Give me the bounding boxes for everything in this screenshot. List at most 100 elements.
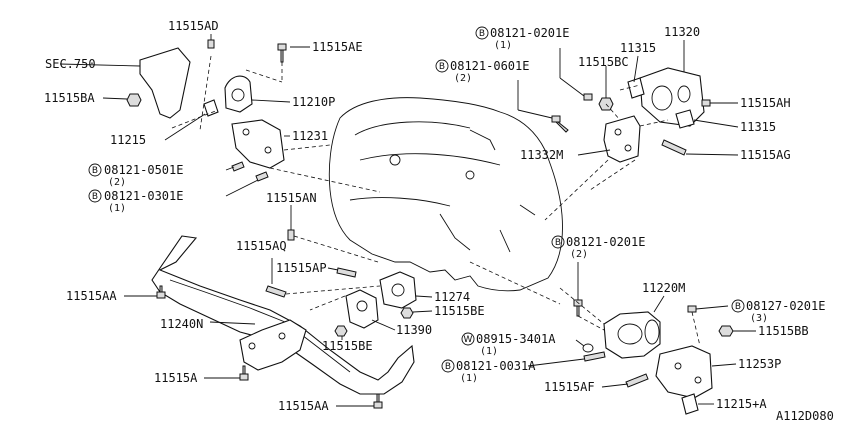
svg-text:W: W [464,335,473,345]
bolt-0501e [231,161,245,172]
label-11315-right: 11315 [740,120,776,134]
bracket-11332m [603,115,641,163]
bolt-marker-icon: B [551,235,565,249]
bracket-11253p [655,345,713,399]
label-11390: 11390 [396,323,432,337]
label-08121-0301e: 08121-0301E [104,189,183,203]
leader [633,55,639,83]
dash-guide [469,261,561,305]
svg-text:B: B [735,302,741,312]
dash-guide [544,159,609,221]
label-11515an: 11515AN [266,191,317,205]
label-08121-0201e-top: 08121-0201E [490,26,569,40]
mount-bushing [677,85,691,103]
transmission-outline [328,97,563,292]
leader [601,383,629,388]
dash-guide [171,109,219,129]
dash-guide [639,119,669,127]
stopper-hole [356,300,368,312]
bracket-hole [242,128,250,136]
mount-bushing [231,88,245,102]
mount-bushing [644,319,660,345]
bracket-hole [624,144,632,152]
leader [102,97,128,100]
spacer-11215 [203,99,219,117]
bolt-marker-icon: B [731,299,745,313]
label-11515aq: 11515AQ [236,239,287,253]
dash-guide [605,103,621,121]
label-11215: 11215 [110,133,146,147]
label-08121-0601e-qty: (2) [454,73,472,84]
label-08127-0201e-qty: (3) [750,313,768,324]
leader [693,119,739,128]
nut-11515bb [718,325,734,337]
leader [575,339,585,347]
label-08121-0501e: 08121-0501E [104,163,183,177]
label-11515ag: 11515AG [740,148,791,162]
dash-guide [245,69,283,83]
dash-guide [559,287,605,325]
stopper-11390 [345,289,379,329]
plate-hole [278,332,286,340]
crossmember-edge [169,279,351,373]
svg-text:B: B [439,62,445,72]
housing-boss [389,154,401,166]
label-11515be-right: 11515BE [434,304,485,318]
label-08121-0301e-qty: (1) [108,203,126,214]
svg-text:B: B [555,238,561,248]
label-11515bb: 11515BB [758,324,809,338]
washer-marker-icon: W [461,332,475,346]
bolt-11515ap [336,267,357,278]
mount-bushing [617,323,643,345]
label-11210p: 11210P [292,95,335,109]
label-11515ad: 11515AD [168,19,219,33]
label-11274: 11274 [434,290,470,304]
dash-guide [309,295,346,311]
nut-11515ba [126,93,142,107]
dash-guide [589,159,636,191]
mount-11274 [379,271,417,309]
leader [371,319,396,331]
label-08121-0031a-qty: (1) [460,373,478,384]
bracket-hole [614,128,622,136]
bolt-11515a [239,365,249,381]
bolt-marker-icon: B [441,359,455,373]
label-11332m: 11332M [520,148,563,162]
housing-boss [465,170,475,180]
leader [412,310,433,313]
leader [225,166,235,171]
bolt-0301e [255,171,269,182]
label-11315-top: 11315 [620,41,656,55]
leader [577,149,611,156]
label-11253p: 11253P [738,357,781,371]
label-sec750: SEC.750 [45,57,96,71]
leader [559,77,585,97]
leader [517,109,553,119]
mount-bushing [391,283,405,297]
label-08121-0501e-qty: (2) [108,177,126,188]
label-11515ap: 11515AP [276,261,327,275]
leader [59,63,141,67]
dash-guide [619,84,641,91]
bolt-11515ad [207,39,215,49]
label-08121-0201e-top-qty: (1) [494,40,512,51]
leader [209,321,256,325]
label-08915-3401a: 08915-3401A [476,332,556,346]
label-08121-0601e: 08121-0601E [450,59,529,73]
mount-11220m [603,311,661,359]
dash-guide [577,315,605,331]
transmission-bellhousing [349,121,501,207]
insulator-11315-right [675,109,695,129]
label-08127-0201e: 08127-0201E [746,299,825,313]
label-08915-3401a-qty: (1) [480,346,498,357]
dash-guide [293,235,379,263]
plate-hole [248,342,256,350]
transmission-detail [439,129,536,253]
leader [711,363,737,367]
label-11320: 11320 [664,25,700,39]
bolt-0601e [551,115,569,133]
crossmember-11240n [151,235,415,395]
bolt-marker-icon: B [88,163,102,177]
label-11515ba: 11515BA [44,91,95,105]
